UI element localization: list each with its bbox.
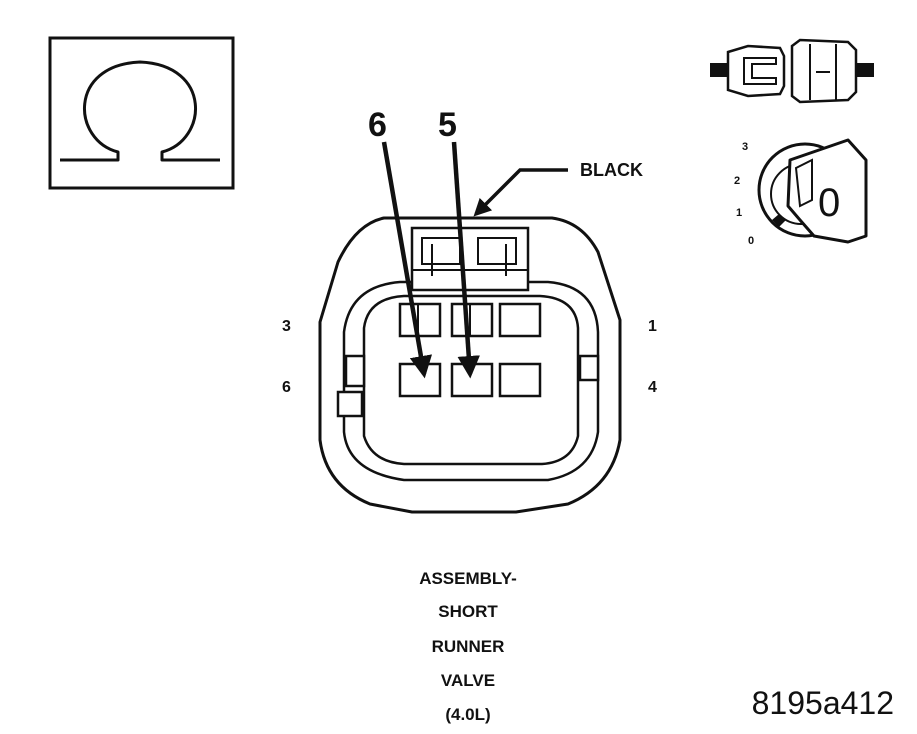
- wire-color-label: BLACK: [580, 160, 643, 180]
- connector-disconnect-icon: [710, 38, 874, 104]
- ohm-icon: [48, 36, 235, 190]
- connector-caption: ASSEMBLY- SHORT RUNNER VALVE (4.0L): [419, 569, 517, 724]
- callout-label-5: 5: [438, 106, 457, 144]
- callout-label-6: 6: [368, 106, 387, 144]
- callout-arrows: 6 5: [368, 106, 480, 379]
- caption-line-4: VALVE: [441, 671, 495, 690]
- pin-number-4: 4: [648, 379, 657, 396]
- caption-line-2: SHORT: [438, 602, 498, 621]
- caption-line-3: RUNNER: [432, 637, 505, 656]
- callout-arrow-5: [451, 141, 480, 379]
- key-position-0: 0: [748, 235, 754, 247]
- caption-line-5: (4.0L): [445, 705, 490, 724]
- key-current-position: 0: [818, 181, 840, 225]
- key-position-1: 1: [736, 207, 742, 219]
- pin-number-3: 3: [282, 318, 291, 335]
- key-position-3: 3: [742, 141, 748, 153]
- ignition-key-icon: 3 2 1 0 0: [734, 138, 868, 247]
- pin-number-6: 6: [282, 379, 291, 396]
- key-position-2: 2: [734, 175, 740, 187]
- wire-color-leader: BLACK: [473, 160, 643, 217]
- pin-number-1: 1: [648, 318, 657, 335]
- caption-line-1: ASSEMBLY-: [419, 569, 517, 588]
- callout-arrow-6: [381, 141, 433, 379]
- figure-id: 8195a412: [752, 685, 894, 721]
